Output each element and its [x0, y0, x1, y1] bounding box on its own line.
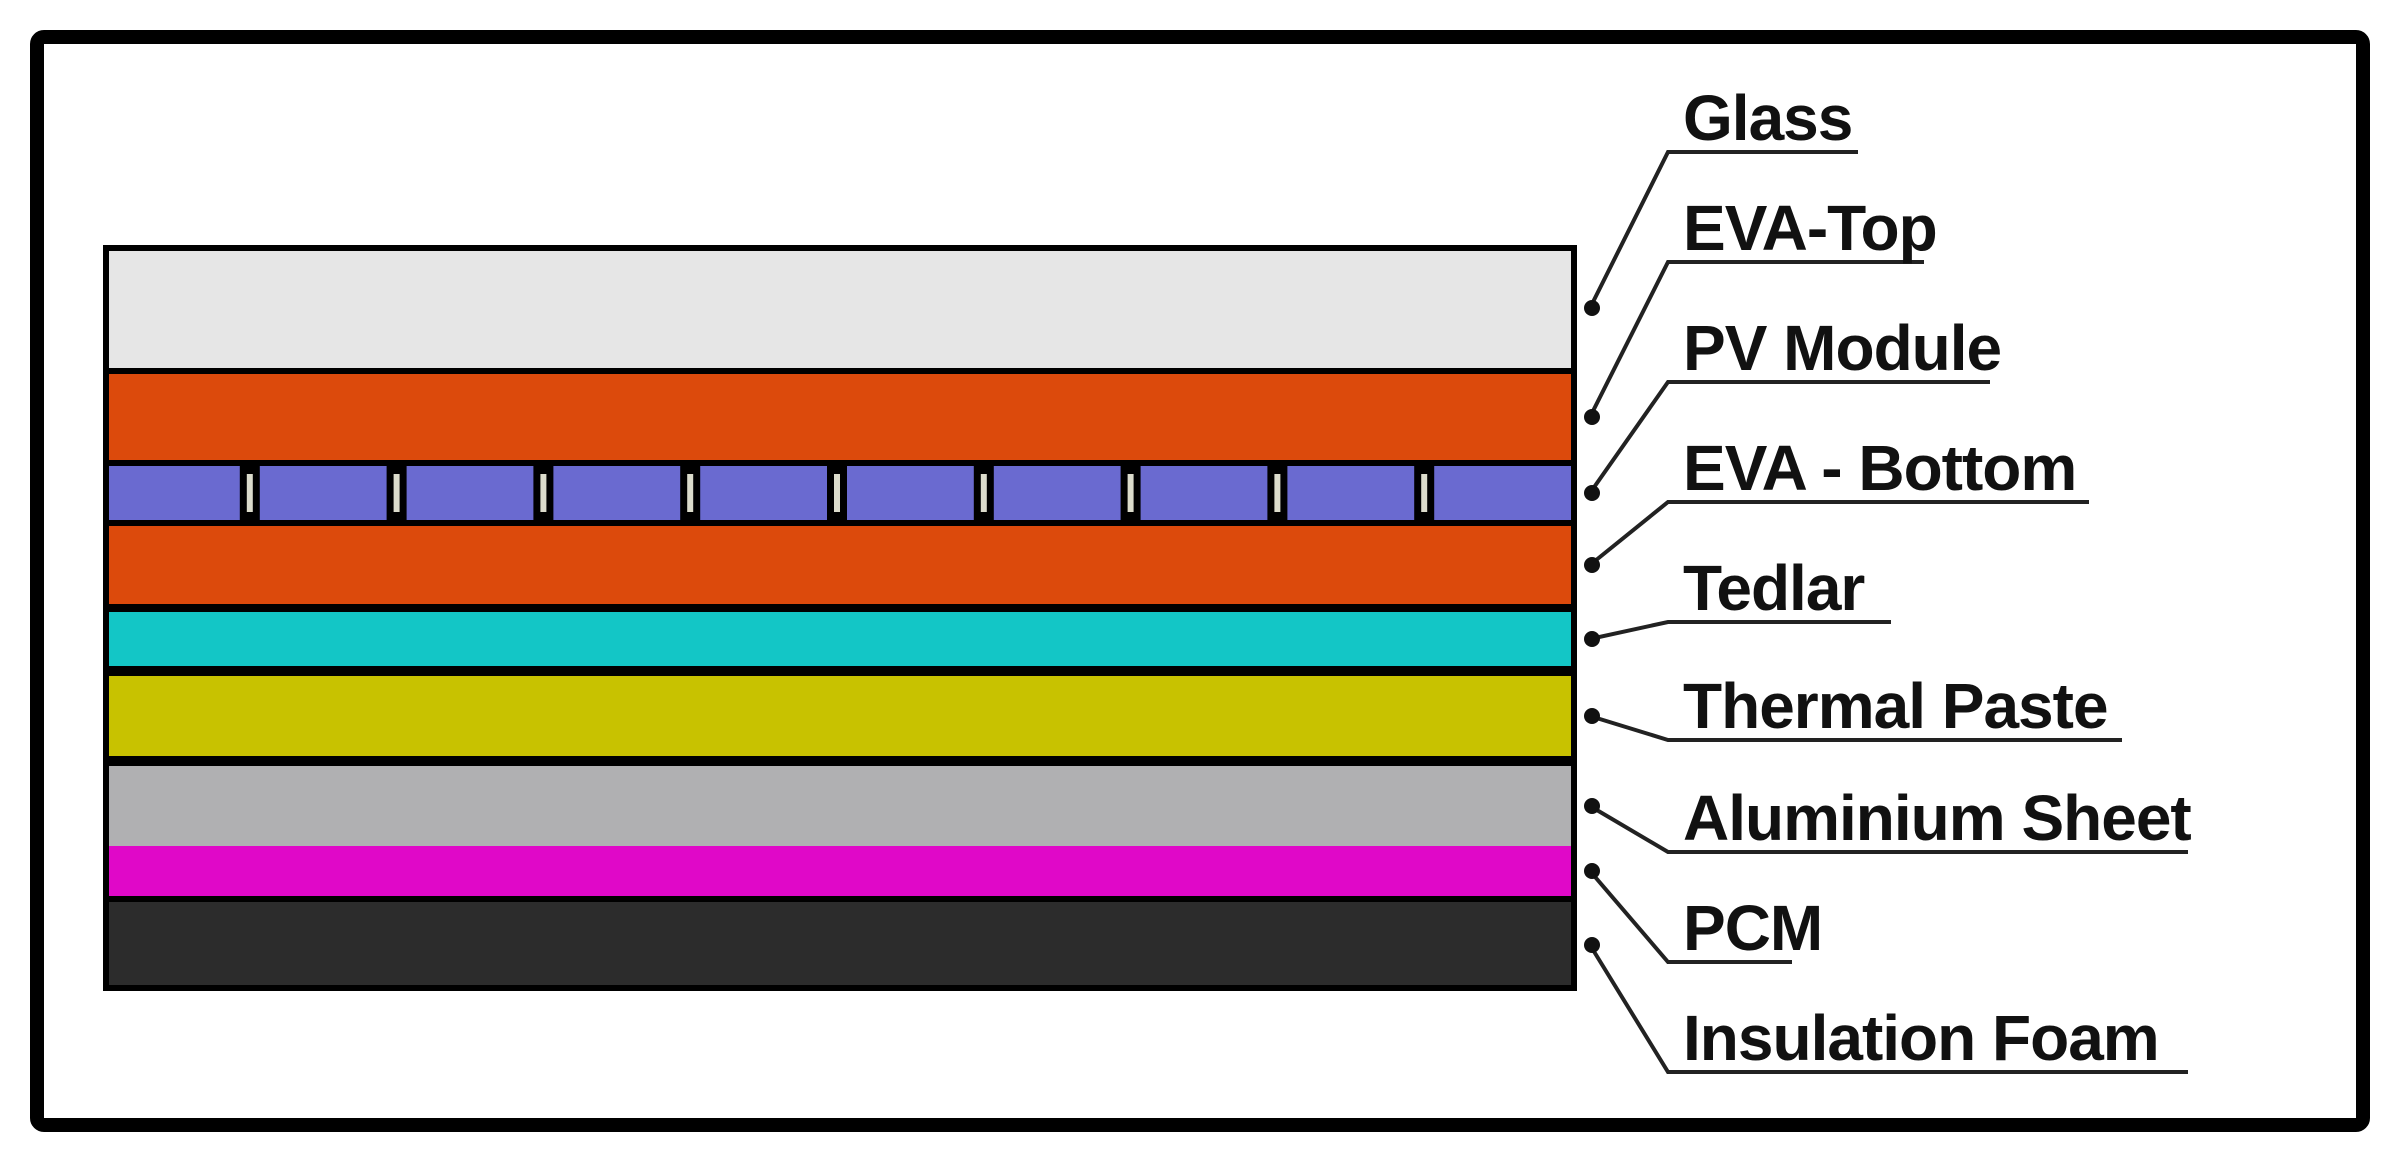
pv-cell-gap-fill [1127, 474, 1134, 512]
layer-separator [106, 756, 1574, 766]
layer-separator [106, 666, 1574, 676]
pv-cell-gap-fill [834, 474, 840, 512]
leader-dot-pcm [1584, 863, 1600, 879]
pv-cell-gap-fill [540, 474, 547, 512]
layer-separator [106, 604, 1574, 612]
layer-pcm [106, 846, 1574, 896]
layer-separator [106, 520, 1574, 526]
label-eva-bottom: EVA - Bottom [1683, 432, 2076, 504]
label-thermal-paste: Thermal Paste [1683, 670, 2108, 742]
label-tedlar: Tedlar [1683, 552, 1864, 624]
leader-line-insulation-foam [1588, 943, 2188, 1074]
layer-eva-bottom [106, 526, 1574, 604]
pv-cell-gap-fill [980, 474, 987, 512]
layer-eva-top [106, 374, 1574, 460]
leader-dot-pv-module [1584, 485, 1600, 501]
layer-separator [106, 368, 1574, 374]
leader-dot-aluminium-sheet [1584, 798, 1600, 814]
pv-cell-gap-fill [687, 474, 694, 512]
leader-line-eva-top [1588, 260, 1924, 418]
label-aluminium-sheet: Aluminium Sheet [1683, 782, 2191, 854]
layer-separator [106, 460, 1574, 466]
leader-line-aluminium-sheet [1588, 804, 2188, 854]
leader-lines [1584, 150, 2188, 1074]
label-insulation-foam: Insulation Foam [1683, 1002, 2159, 1074]
leader-line-thermal-paste [1589, 714, 2122, 742]
label-pcm: PCM [1683, 892, 1822, 964]
layer-separator [106, 896, 1574, 902]
label-glass: Glass [1683, 82, 1852, 154]
stack-outline [103, 245, 1577, 991]
leader-dot-eva-bottom [1584, 557, 1600, 573]
leader-dot-thermal-paste [1584, 708, 1600, 724]
layer-tedlar [106, 612, 1574, 666]
leader-line-glass [1588, 150, 1858, 309]
leader-line-pv-module [1588, 380, 1990, 495]
leader-dot-glass [1584, 300, 1600, 316]
leader-dot-tedlar [1584, 631, 1600, 647]
layer-glass [106, 248, 1574, 368]
pv-cell-gap-fill [246, 474, 253, 512]
layer-thermal-paste [106, 676, 1574, 756]
leader-line-tedlar [1589, 620, 1891, 641]
layer-insulation-foam [106, 902, 1574, 988]
leader-dot-insulation-foam [1584, 937, 1600, 953]
pv-cell-gap-fill [393, 474, 400, 512]
label-eva-top: EVA-Top [1683, 192, 1937, 264]
layer-aluminium-sheet [106, 766, 1574, 846]
label-pv-module: PV Module [1683, 312, 2001, 384]
leader-dot-eva-top [1584, 409, 1600, 425]
pv-cell-gap-fill [1421, 474, 1428, 512]
leader-line-eva-bottom [1588, 500, 2089, 567]
leader-line-pcm [1588, 869, 1792, 964]
pv-cell-gap-fill [1274, 474, 1281, 512]
layer-stack [103, 245, 1577, 991]
